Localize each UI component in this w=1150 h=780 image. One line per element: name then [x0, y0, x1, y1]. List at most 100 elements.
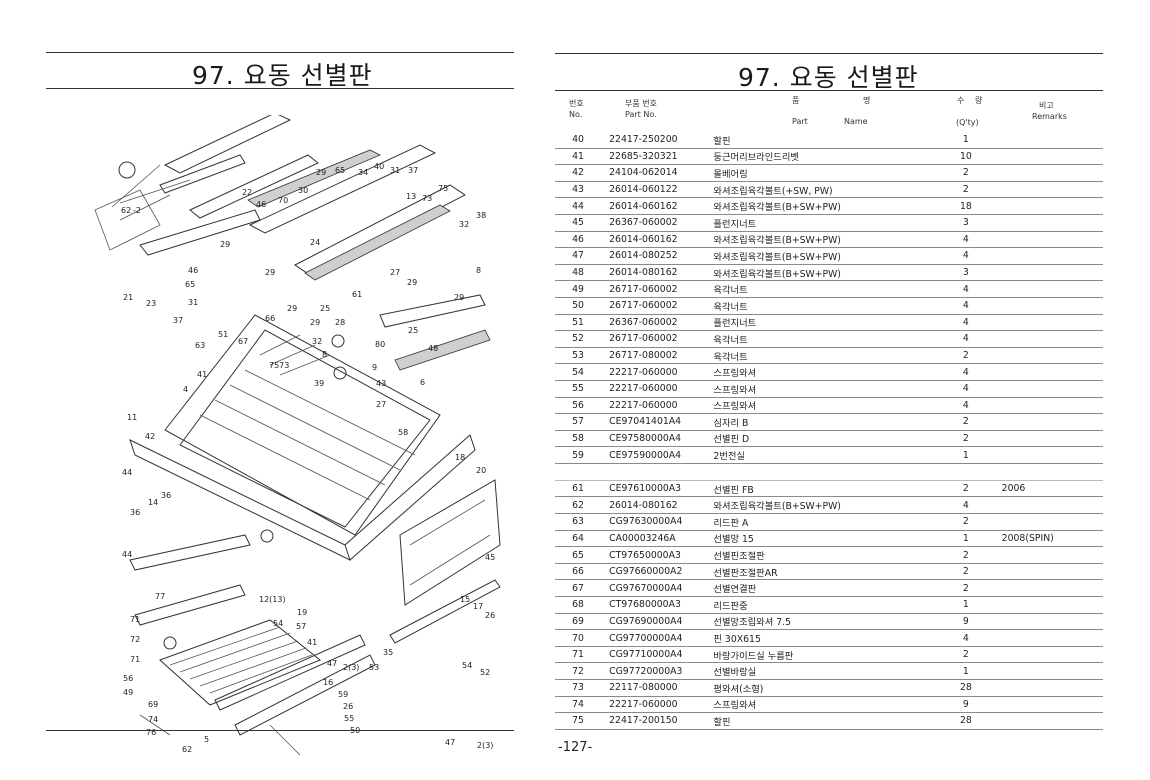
part-code-cell: 26014-080252 — [601, 247, 714, 265]
svg-text:44: 44 — [122, 550, 132, 559]
part-code-cell: 26014-060122 — [601, 181, 714, 199]
part-name-cell: 할핀 — [713, 132, 939, 149]
part-number-index-cell: 43 — [555, 181, 602, 199]
svg-text:29: 29 — [265, 268, 275, 277]
header-name-en-2: Name — [844, 117, 868, 126]
part-name-cell: 와셔조립육각볼트(B+SW+PW) — [713, 231, 939, 249]
part-number-index-cell: 55 — [555, 380, 602, 398]
remarks-cell — [993, 596, 1103, 614]
svg-text:65: 65 — [335, 166, 345, 175]
part-code-cell: CE97041401A4 — [601, 413, 714, 431]
remarks-cell — [993, 264, 1103, 282]
table-spacer-row — [555, 463, 1103, 481]
part-code-cell: 26717-060002 — [601, 297, 714, 315]
header-name-ko-1: 품 — [792, 96, 800, 105]
svg-text:31: 31 — [188, 298, 198, 307]
header-no-en: No. — [569, 110, 583, 119]
quantity-cell: 1 — [938, 662, 994, 680]
svg-text:77: 77 — [155, 592, 165, 601]
right-page-title: 97. 요동 선별판 — [738, 63, 919, 92]
part-name-cell: 둥근머리브라인드리벳 — [713, 148, 939, 166]
quantity-cell: 9 — [938, 696, 994, 714]
part-code-cell: 26367-060002 — [601, 314, 714, 332]
svg-text:8: 8 — [322, 350, 327, 359]
part-code-cell: 22217-060000 — [601, 380, 714, 398]
part-number-index-cell: 61 — [555, 480, 602, 498]
quantity-cell: 2 — [938, 181, 994, 199]
part-number-index-cell: 52 — [555, 330, 602, 348]
svg-text:67: 67 — [238, 337, 248, 346]
part-code-cell: CG97700000A4 — [601, 629, 714, 647]
part-name-cell: 스프링와셔 — [713, 397, 939, 415]
part-code-cell: 26717-060002 — [601, 330, 714, 348]
svg-text:43: 43 — [376, 379, 386, 388]
svg-text:70: 70 — [278, 196, 288, 205]
part-code-cell: 22117-080000 — [601, 679, 714, 697]
svg-text:57: 57 — [296, 622, 306, 631]
svg-text:21: 21 — [123, 293, 133, 302]
quantity-cell: 4 — [938, 231, 994, 249]
quantity-cell: 2 — [938, 413, 994, 431]
quantity-cell: 4 — [938, 247, 994, 265]
part-name-cell: 리드판중 — [713, 596, 939, 614]
part-number-index-cell: 46 — [555, 231, 602, 249]
svg-text:53: 53 — [369, 663, 379, 672]
left-bottom-rule — [46, 730, 514, 731]
header-remarks-en: Remarks — [1032, 112, 1067, 121]
part-number-index-cell: 62 — [555, 496, 602, 515]
svg-text:24: 24 — [310, 238, 320, 247]
remarks-cell: 2008(SPIN) — [993, 530, 1103, 548]
part-number-index-cell: 50 — [555, 297, 602, 315]
svg-text:41: 41 — [197, 370, 207, 379]
part-name-cell: 할핀 — [713, 712, 939, 730]
part-name-cell: 핀 30X615 — [713, 629, 939, 647]
header-name-en-1: Part — [792, 117, 808, 126]
remarks-cell — [993, 513, 1103, 531]
right-title-underline — [555, 90, 1103, 91]
part-name-cell: 선별망조립와셔 7.5 — [713, 613, 939, 631]
part-number-index-cell: 75 — [555, 712, 602, 730]
remarks-cell — [993, 330, 1103, 348]
svg-text:39: 39 — [314, 379, 324, 388]
svg-text:9: 9 — [372, 363, 377, 372]
svg-text:51: 51 — [218, 330, 228, 339]
svg-text:63: 63 — [195, 341, 205, 350]
svg-text:17: 17 — [473, 602, 483, 611]
svg-text:47: 47 — [445, 738, 455, 747]
left-page-title: 97. 요동 선별판 — [192, 61, 373, 90]
quantity-cell: 2 — [938, 164, 994, 182]
remarks-cell — [993, 197, 1103, 215]
svg-text:72: 72 — [130, 635, 140, 644]
svg-text:6: 6 — [420, 378, 425, 387]
quantity-cell: 4 — [938, 496, 994, 515]
quantity-cell: 3 — [938, 264, 994, 282]
svg-text:35: 35 — [383, 648, 393, 657]
svg-text:54: 54 — [462, 661, 472, 670]
part-number-index-cell: 74 — [555, 696, 602, 714]
part-name-cell: 와셔조립육각볼트(B+SW+PW) — [713, 264, 939, 282]
part-code-cell: 26014-080162 — [601, 496, 714, 515]
header-name-ko-2: 명 — [863, 96, 871, 105]
part-name-cell: 심자리 B — [713, 413, 939, 431]
remarks-cell: 2006 — [993, 480, 1103, 498]
part-code-cell: CT97650000A3 — [601, 546, 714, 564]
remarks-cell — [993, 662, 1103, 680]
svg-text:11: 11 — [127, 413, 137, 422]
svg-text:52: 52 — [480, 668, 490, 677]
part-code-cell: 22217-060000 — [601, 397, 714, 415]
part-name-cell: 선별판조절판AR — [713, 563, 939, 581]
part-number-index-cell: 72 — [555, 662, 602, 680]
part-number-index-cell: 57 — [555, 413, 602, 431]
svg-text:46: 46 — [188, 266, 198, 275]
part-name-cell: 선별핀조절판 — [713, 546, 939, 564]
svg-text:65: 65 — [185, 280, 195, 289]
svg-text:32: 32 — [312, 337, 322, 346]
